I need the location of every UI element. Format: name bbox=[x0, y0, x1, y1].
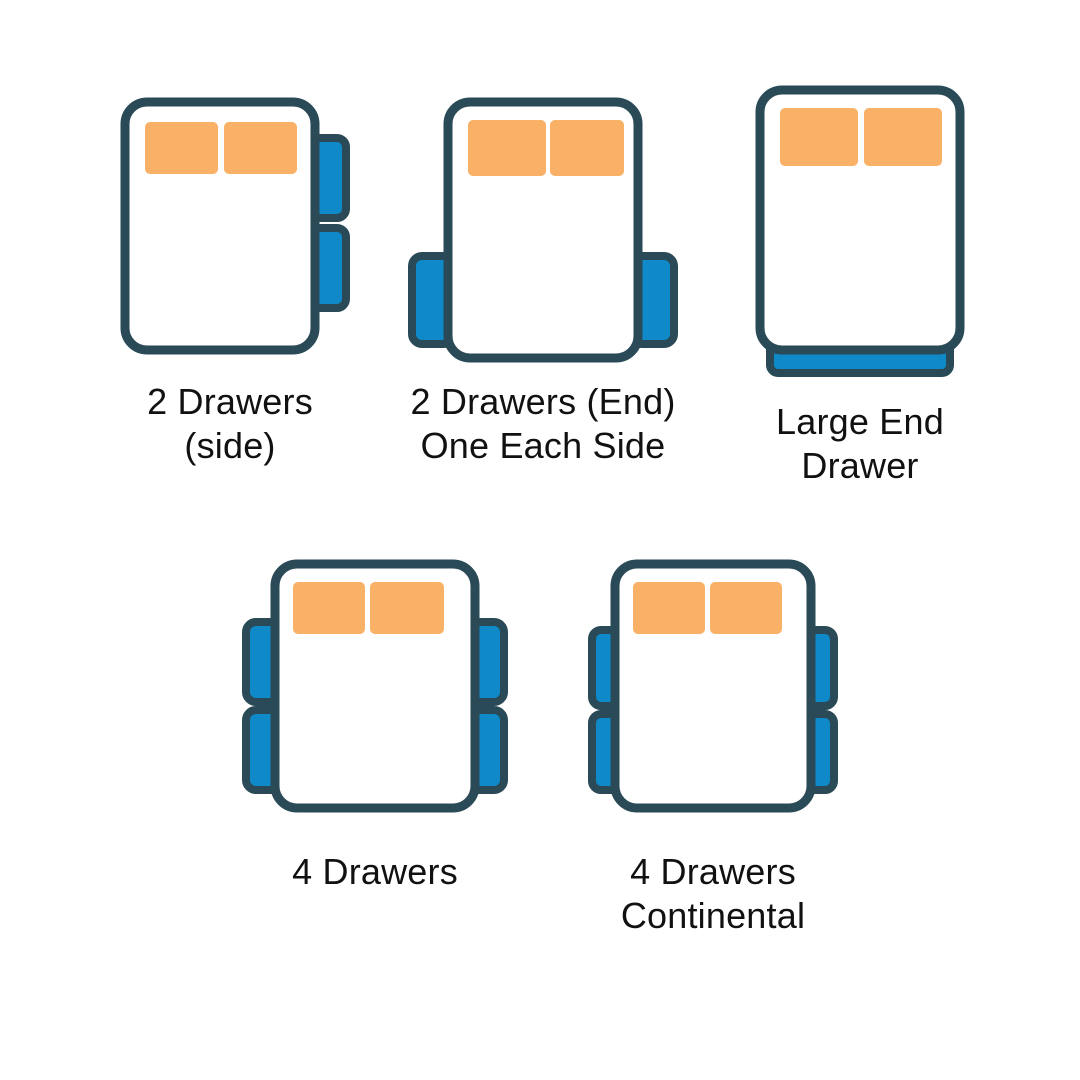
pillow-group bbox=[633, 582, 782, 634]
bed-option-two-drawers-side[interactable]: 2 Drawers (side) bbox=[100, 88, 360, 466]
bed-option-four-drawers-continental[interactable]: 4 Drawers Continental bbox=[568, 552, 858, 936]
bed-option-label: 2 Drawers (End) One Each Side bbox=[410, 381, 676, 466]
bed-option-label: 4 Drawers bbox=[292, 851, 458, 892]
pillow-group bbox=[145, 122, 297, 174]
pillow-group bbox=[780, 108, 942, 166]
bed-icon-four-drawers-continental bbox=[568, 552, 858, 822]
bed-option-two-drawers-end[interactable]: 2 Drawers (End) One Each Side bbox=[398, 88, 688, 466]
pillow-group bbox=[468, 120, 624, 176]
bed-icon-two-drawers-end bbox=[398, 88, 688, 368]
bed-option-label: 4 Drawers Continental bbox=[620, 851, 806, 936]
bed-icon-large-end-drawer bbox=[740, 80, 980, 380]
bed-icon-two-drawers-side bbox=[100, 88, 360, 368]
pillow-group bbox=[293, 582, 444, 634]
bed-icon-four-drawers bbox=[230, 552, 520, 822]
bed-option-four-drawers[interactable]: 4 Drawers bbox=[230, 552, 520, 892]
bed-option-label: Large End Drawer bbox=[776, 401, 944, 486]
bed-option-large-end-drawer[interactable]: Large End Drawer bbox=[740, 80, 980, 486]
bed-option-label: 2 Drawers (side) bbox=[147, 381, 313, 466]
